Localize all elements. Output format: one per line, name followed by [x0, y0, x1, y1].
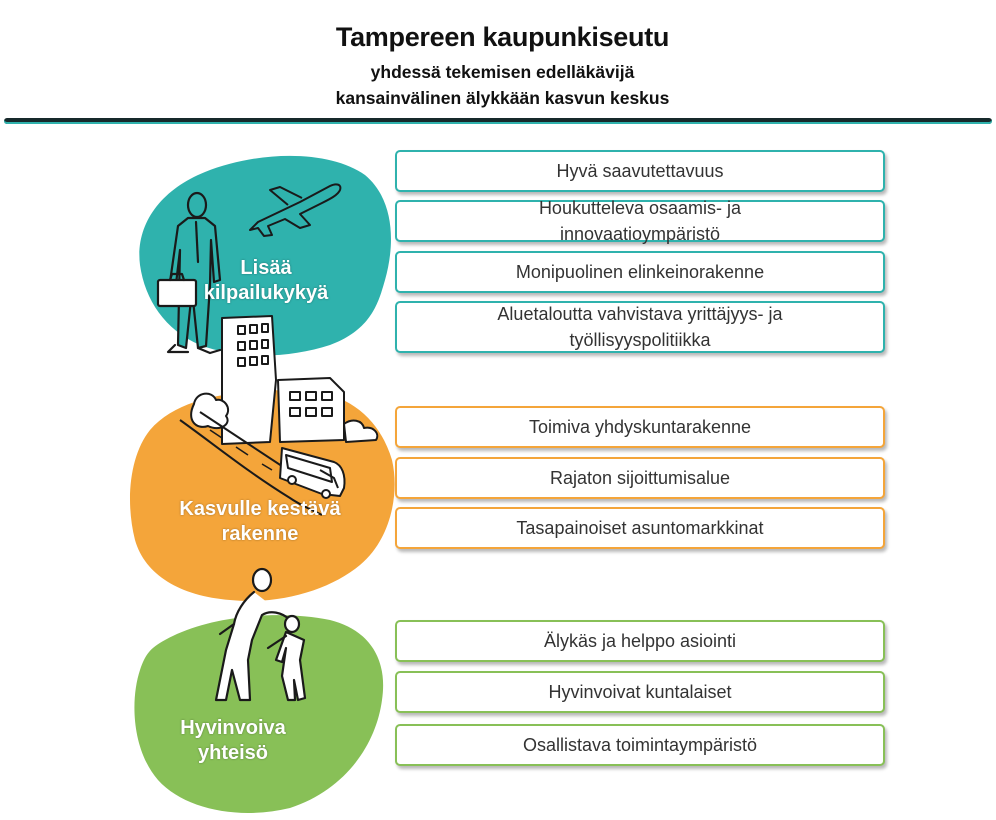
- green-blob: [134, 615, 384, 813]
- header-divider: [4, 118, 992, 124]
- item-box: Aluetaloutta vahvistava yrittäjyys- ja t…: [395, 301, 885, 353]
- item-box: Toimiva yhdyskuntarakenne: [395, 406, 885, 448]
- item-label: Hyvinvoivat kuntalaiset: [548, 682, 732, 702]
- item-box: Osallistava toimintaympäristö: [395, 724, 885, 766]
- item-label: Monipuolinen elinkeinorakenne: [515, 262, 765, 282]
- item-label: Hyvä saavutettavuus: [556, 161, 724, 181]
- parent-child-icon: [214, 567, 307, 702]
- item-label: Houkutteleva osaamis- ja innovaatioympär…: [538, 198, 742, 244]
- item-box: Monipuolinen elinkeinorakenne: [395, 251, 885, 293]
- group-label-community: Hyvinvoiva yhteisö: [180, 717, 286, 764]
- item-label: Aluetaloutta vahvistava yrittäjyys- ja t…: [497, 304, 783, 350]
- item-label: Toimiva yhdyskuntarakenne: [528, 417, 752, 437]
- item-box: Älykäs ja helppo asiointi: [395, 620, 885, 662]
- item-box: Hyvinvoivat kuntalaiset: [395, 671, 885, 713]
- item-box: Hyvä saavutettavuus: [395, 150, 885, 192]
- item-label: Älykäs ja helppo asiointi: [543, 631, 737, 651]
- airplane-icon: [249, 183, 342, 237]
- item-box: Houkutteleva osaamis- ja innovaatioympär…: [395, 198, 885, 244]
- page-subtitle-2: kansainvälinen älykkään kasvun keskus: [335, 88, 670, 108]
- bus-icon: [279, 447, 346, 499]
- orange-blob: [130, 390, 395, 601]
- page-subtitle-1: yhdessä tekemisen edelläkävijä: [370, 62, 635, 82]
- businessman-icon: [156, 191, 222, 355]
- item-box: Tasapainoiset asuntomarkkinat: [395, 507, 885, 549]
- item-label: Tasapainoiset asuntomarkkinat: [516, 518, 764, 538]
- buildings-icon: [190, 315, 379, 445]
- page-title: Tampereen kaupunkiseutu: [335, 22, 670, 52]
- item-label: Osallistava toimintaympäristö: [522, 735, 758, 755]
- group-label-competitiveness: Lisää kilpailukykyä: [203, 257, 329, 304]
- group-label-structure: Kasvulle kestävä rakenne: [179, 498, 341, 545]
- item-box: Rajaton sijoittumisalue: [395, 457, 885, 499]
- item-label: Rajaton sijoittumisalue: [549, 468, 731, 488]
